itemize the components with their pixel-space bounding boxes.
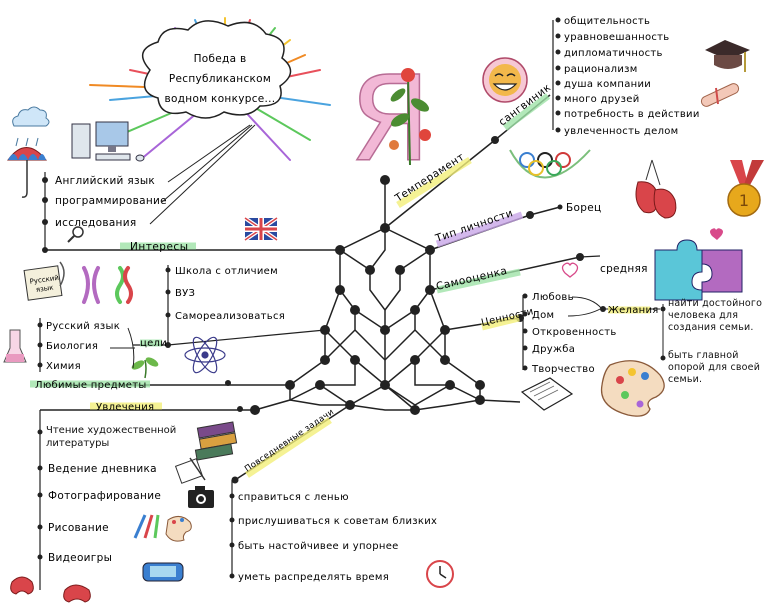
- hobby-item: Фотографирование: [48, 490, 161, 502]
- diploma-icon: [700, 83, 740, 107]
- hobby-item: Рисование: [48, 522, 109, 534]
- flower-icon: [389, 68, 431, 166]
- goal-item: Школа с отличием: [175, 266, 278, 277]
- book-title-line-2: язык: [35, 284, 54, 294]
- goal-item: ВУЗ: [175, 288, 195, 299]
- medal-icon: 1: [727, 160, 764, 217]
- temperament-trait: душа компании: [564, 79, 651, 90]
- values-label: Ценности: [480, 306, 534, 329]
- cloud-bubble: Победа в Республиканском водном конкурсе…: [141, 20, 292, 119]
- umbrella-icon: [7, 106, 50, 198]
- wish-2: быть главной опорой для своей семьи.: [668, 350, 760, 385]
- task-item: уметь распределять время: [238, 572, 389, 583]
- temperament-trait: потребность в действии: [564, 109, 700, 120]
- puzzle-icon: [654, 228, 743, 301]
- hobby-item: Видеоигры: [48, 552, 112, 564]
- value-item: Творчество: [531, 364, 595, 375]
- temperament-trait: много друзей: [564, 94, 640, 105]
- goal-item: Самореализоваться: [175, 311, 285, 322]
- hobby-item: Ведение дневника: [48, 463, 157, 475]
- goals-branch: Школа с отличием ВУЗ Самореализоваться ц…: [133, 265, 326, 349]
- cloud-line-2: Республиканском: [169, 73, 271, 85]
- value-item: Откровенность: [532, 327, 617, 338]
- graduation-cap-icon: [705, 40, 750, 72]
- seedling-icon: [131, 357, 159, 379]
- tasks-label: Повседневные задачи: [243, 407, 336, 474]
- personality-value: Борец: [566, 202, 601, 214]
- notebook-icon: [479, 377, 574, 411]
- palette-icon: [600, 360, 665, 417]
- medal-number: 1: [739, 191, 749, 210]
- interests-label: Интересы: [130, 241, 188, 253]
- lattice-nodes: [250, 175, 485, 415]
- self-esteem-value: средняя: [600, 263, 648, 275]
- magnifier-icon: [67, 226, 84, 243]
- olympic-rings-icon: [509, 149, 591, 179]
- uk-flag-icon: [243, 216, 279, 242]
- hobbies-branch: Увлечения: [37, 402, 255, 590]
- cloud-line-1: Победа в: [194, 53, 247, 65]
- temperament-trait: уравновешанность: [564, 32, 669, 43]
- goals-label: цели: [140, 338, 167, 349]
- brushes-icon: [133, 514, 192, 542]
- personality-label: Тип личности: [433, 207, 515, 245]
- interest-item: исследования: [55, 217, 136, 229]
- subjects-label: Любимые предметы: [35, 380, 147, 391]
- temperament-trait: общительность: [564, 16, 650, 27]
- self-esteem-label: Самооценка: [435, 265, 509, 293]
- value-item: Любовь: [532, 292, 574, 303]
- wishes-label: Желания: [608, 305, 659, 316]
- value-item: Дом: [532, 310, 554, 321]
- task-item: прислушиваться к советам близких: [238, 516, 437, 527]
- subjects-branch: Любимые предметы Русский язык Биология Х…: [30, 318, 290, 391]
- temperament-trait: рационализм: [564, 64, 638, 75]
- cloud-line-3: водном конкурсе...: [165, 93, 276, 105]
- interest-item: Английский язык: [55, 175, 155, 187]
- task-item: справиться с ленью: [238, 492, 349, 503]
- gamepad-icon: [10, 562, 184, 603]
- flask-icon: [3, 329, 27, 363]
- computer-icon: [71, 121, 145, 162]
- center-letter: Я: [349, 50, 431, 188]
- heart-icon: [561, 262, 579, 278]
- subject-item: Химия: [46, 361, 81, 372]
- personality-branch: Тип личности Борец: [429, 202, 601, 251]
- boxing-gloves-icon: [635, 159, 677, 219]
- clock-icon: [426, 560, 454, 588]
- chromosome-icon: [82, 266, 133, 304]
- books-icon: Русский язык: [23, 261, 65, 301]
- lattice-lines: [254, 180, 481, 411]
- books-stack-icon: [194, 421, 238, 461]
- interests-branch: Интересы Английский язык программировани…: [42, 124, 340, 253]
- camera-icon: [188, 486, 214, 508]
- task-item: быть настойчивее и упорнее: [238, 541, 399, 552]
- temperament-trait: увлеченность делом: [564, 126, 679, 137]
- wish-1: найти достойного человека для создания с…: [668, 298, 762, 333]
- diary-icon: [174, 457, 206, 484]
- hobbies-label: Увлечения: [96, 402, 154, 413]
- hobby-item: Чтение художественной литературы: [46, 425, 176, 449]
- subject-item: Русский язык: [46, 321, 120, 332]
- interest-item: программирование: [55, 195, 167, 207]
- value-item: Дружба: [532, 344, 575, 355]
- temperament-trait: дипломатичность: [564, 48, 663, 59]
- self-esteem-branch: Самооценка средняя: [429, 253, 648, 294]
- laughing-face-icon: [482, 57, 528, 103]
- atom-icon: [184, 336, 226, 374]
- tasks-branch: Повседневные задачи справиться с ленью п…: [229, 404, 437, 583]
- subject-item: Биология: [46, 341, 98, 352]
